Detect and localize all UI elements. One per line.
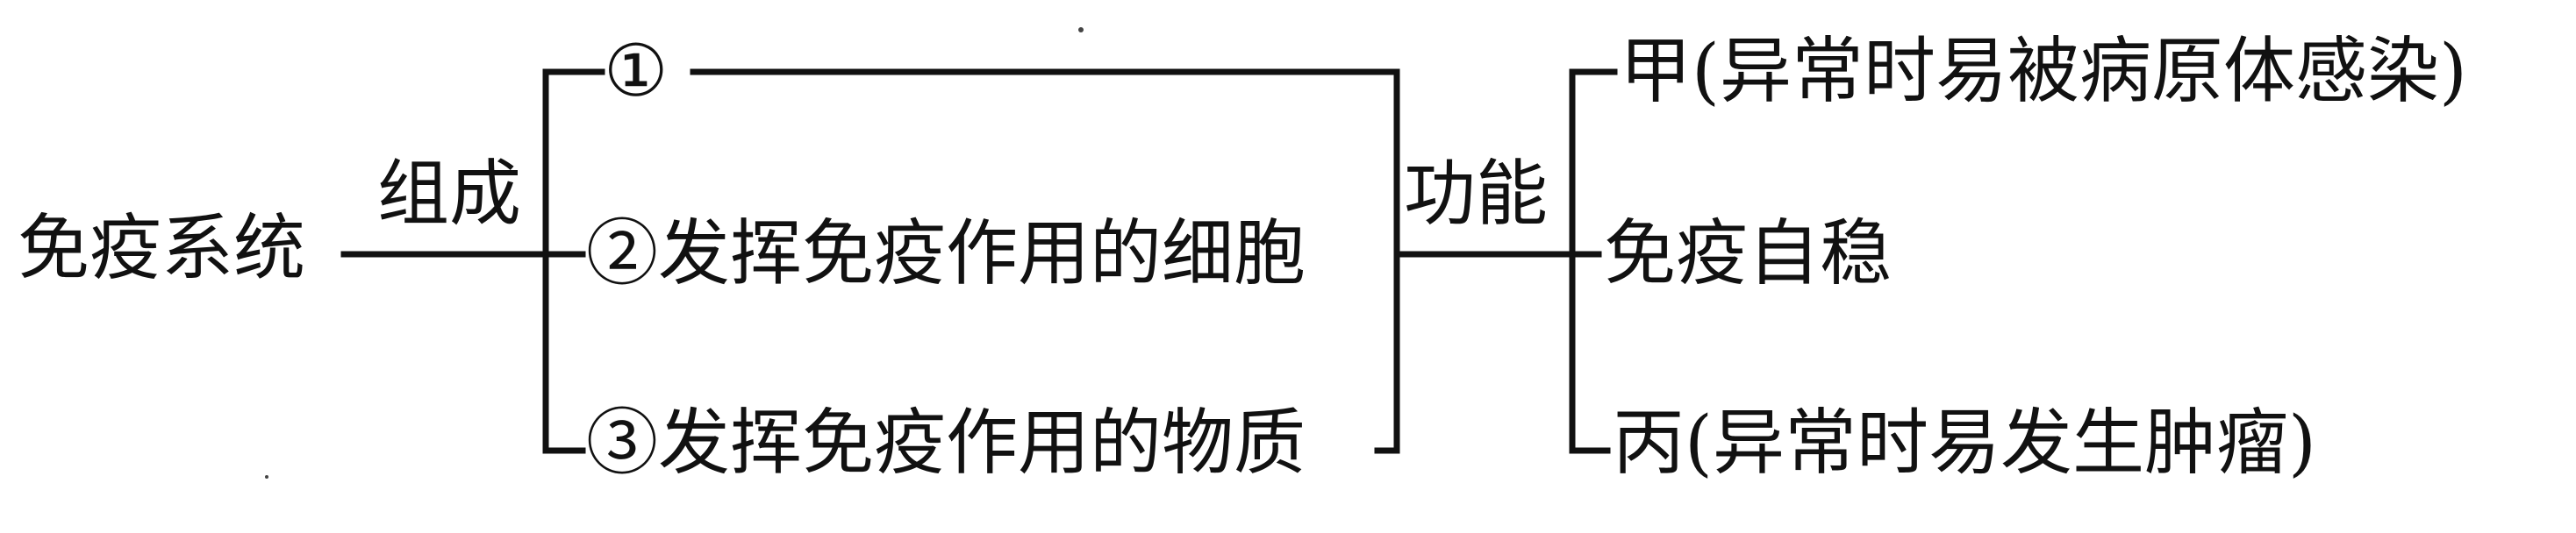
function-1-label: 甲(异常时易被病原体感染) [1620,30,2467,113]
component-2-label: ②发挥免疫作用的细胞 [586,212,1306,295]
component-1-label: ① [604,30,669,113]
right-edge-label: 功能 [1404,153,1549,236]
function-3-label: 丙(异常时易发生肿瘤) [1613,402,2316,485]
speck-dot [1078,27,1084,32]
left-edge-label: 组成 [377,153,522,236]
speck-dot [265,475,268,479]
component-3-label: ③发挥免疫作用的物质 [586,402,1306,485]
root-label: 免疫系统 [18,207,306,290]
function-2-label: 免疫自稳 [1604,212,1893,295]
